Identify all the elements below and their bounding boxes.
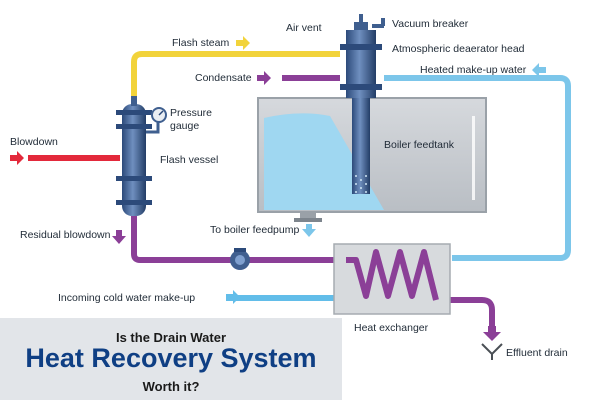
flash-vessel-label: Flash vessel	[160, 154, 219, 166]
atmospheric-deaerator-head	[340, 14, 385, 194]
banner-line-1: Is the Drain Water	[115, 330, 227, 345]
to-boiler-feedpump-label: To boiler feedpump	[210, 224, 300, 236]
effluent-drain-pipe	[438, 297, 495, 328]
pressure-gauge	[146, 107, 167, 134]
blowdown-arrow	[10, 151, 24, 165]
flash-vessel	[116, 96, 152, 216]
banner-line-3: Worth it?	[142, 379, 200, 394]
boiler-feedtank	[257, 97, 487, 222]
incoming-cold-water-label: Incoming cold water make-up	[58, 292, 196, 304]
cold-water-arrow	[226, 290, 240, 304]
feedpump-valve	[230, 248, 250, 270]
pressure-gauge-label-line2: gauge	[170, 120, 200, 132]
heated-makeup-water-pipe	[384, 75, 571, 261]
deaerator-head-label: Atmospheric deaerator head	[392, 43, 525, 55]
banner-headline: Heat Recovery System	[25, 343, 317, 373]
residual-blowdown-pipe	[131, 216, 346, 263]
effluent-drain-arrow	[483, 326, 501, 341]
condensate-label: Condensate	[195, 72, 252, 84]
flash-steam-label: Flash steam	[172, 37, 230, 49]
boiler-feedtank-label: Boiler feedtank	[384, 139, 455, 151]
flash-steam-arrow	[236, 36, 250, 50]
feedpump-arrow	[302, 224, 316, 237]
effluent-drain-label: Effluent drain	[506, 347, 568, 359]
heat-exchanger	[333, 243, 451, 315]
blowdown-label: Blowdown	[10, 136, 58, 148]
air-vent-label: Air vent	[286, 22, 322, 34]
residual-blowdown-arrow	[112, 230, 126, 244]
effluent-drain-funnel	[481, 343, 503, 360]
heated-makeup-water-label: Heated make-up water	[420, 64, 527, 76]
flash-steam-pipe	[131, 51, 340, 104]
title-banner	[0, 318, 342, 400]
residual-blowdown-label: Residual blowdown	[20, 229, 111, 241]
heated-makeup-arrow	[532, 63, 546, 77]
vacuum-breaker-label: Vacuum breaker	[392, 18, 469, 30]
pressure-gauge-label-line1: Pressure	[170, 107, 213, 119]
condensate-arrow	[257, 71, 271, 85]
heat-exchanger-label: Heat exchanger	[354, 322, 429, 334]
